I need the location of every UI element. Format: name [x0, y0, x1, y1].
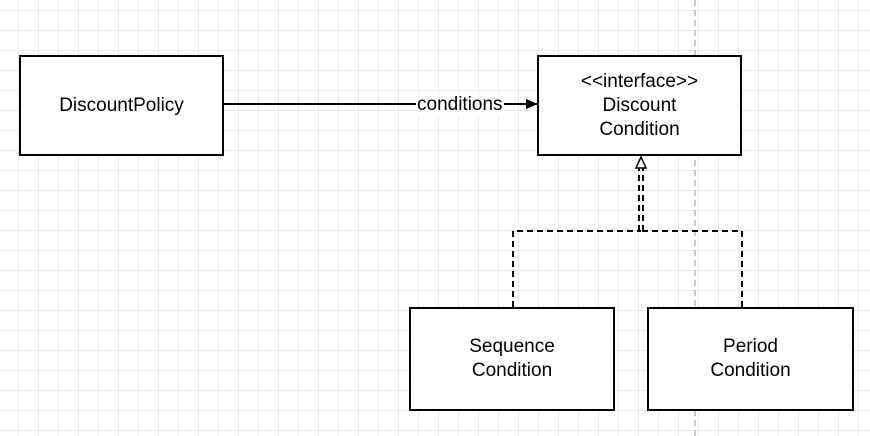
realization-edge-sequence[interactable] [512, 230, 641, 307]
edge-label-conditions: conditions [416, 94, 504, 116]
interface-box-discount-condition[interactable]: <<interface>> Discount Condition [537, 55, 742, 156]
realization-arrowhead [634, 155, 648, 169]
interface-name-line1: Discount [602, 94, 677, 116]
class-name-line1: Sequence [469, 336, 555, 357]
interface-stereotype: <<interface>> [580, 70, 699, 92]
class-box-sequence-condition[interactable]: Sequence Condition [409, 307, 615, 411]
class-box-discount-policy[interactable]: DiscountPolicy [19, 55, 224, 156]
class-box-period-condition[interactable]: Period Condition [647, 307, 854, 411]
class-name-line1: Period [723, 336, 778, 357]
class-name: DiscountPolicy [59, 94, 184, 116]
class-name-line2: Condition [710, 360, 791, 381]
realization-edge-period[interactable] [641, 230, 743, 307]
class-name-line2: Condition [471, 360, 553, 381]
vertical-guide-line [694, 0, 696, 436]
interface-name-line2: Condition [599, 118, 680, 140]
